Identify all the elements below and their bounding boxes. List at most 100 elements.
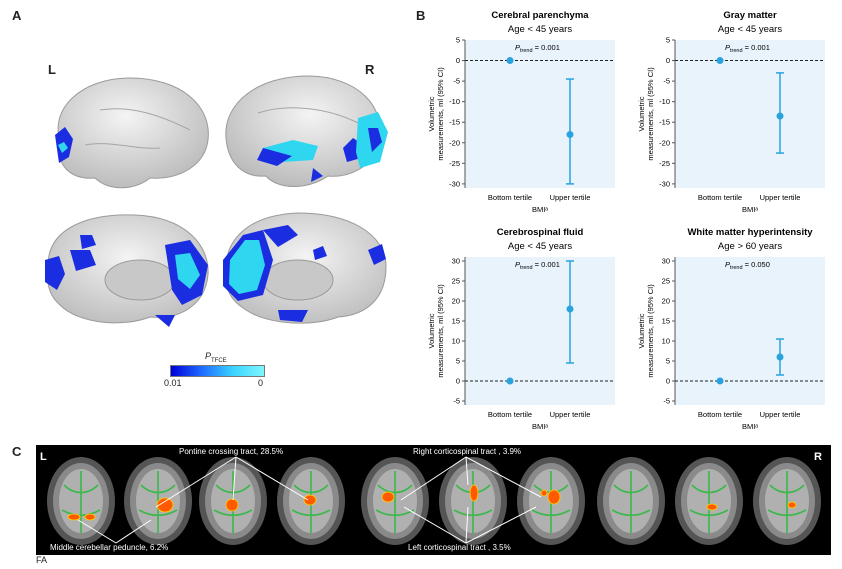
y-tick-label: 30 <box>452 257 460 266</box>
x-tick-label: Bottom tertile <box>488 410 532 419</box>
colorbar-min-label: 0.01 <box>164 378 182 388</box>
chart-subtitle: Age < 45 years <box>508 24 572 35</box>
left-corticospinal-annotation: Left corticospinal tract , 3.5% <box>408 543 511 552</box>
y-tick-label: -20 <box>449 138 460 147</box>
y-axis-label: Volumetricmeasurements, ml (95% CI) <box>427 67 445 161</box>
y-tick-label: 5 <box>666 36 670 45</box>
chart-subtitle: Age < 45 years <box>718 24 782 35</box>
colorbar <box>170 365 265 377</box>
slices-right-label: R <box>814 451 822 463</box>
y-tick-label: 25 <box>662 277 670 286</box>
colorbar-title: PTFCE <box>205 351 227 364</box>
panel-label-b: B <box>416 8 426 23</box>
axial-slice <box>594 455 668 552</box>
y-tick-label: 0 <box>666 56 670 65</box>
axial-slice <box>436 455 510 552</box>
y-tick-label: 5 <box>456 36 460 45</box>
x-tick-label: Upper tertile <box>550 193 591 202</box>
right-lateral-brain <box>218 68 393 196</box>
axial-slice <box>44 455 118 552</box>
pontine-crossing-annotation: Pontine crossing tract, 28.5% <box>179 447 284 456</box>
y-tick-label: 15 <box>452 317 460 326</box>
y-axis-label: Volumetricmeasurements, ml (95% CI) <box>637 67 655 161</box>
data-point <box>566 131 574 139</box>
y-tick-label: -5 <box>663 397 670 406</box>
x-axis-label: BMIᵃ <box>532 205 548 214</box>
y-tick-label: -10 <box>449 97 460 106</box>
y-tick-label: -25 <box>659 159 670 168</box>
left-hemisphere-label: L <box>48 62 56 77</box>
data-point <box>566 305 574 313</box>
plot-area <box>465 40 615 188</box>
data-point <box>776 353 784 361</box>
chart-title: Cerebral parenchyma <box>491 10 589 21</box>
x-tick-label: Bottom tertile <box>698 410 742 419</box>
chart-subtitle: Age > 60 years <box>718 241 782 252</box>
x-tick-label: Upper tertile <box>760 410 801 419</box>
p-trend-label: Ptrend = 0.001 <box>515 260 560 271</box>
x-axis-label: BMIᵃ <box>742 422 758 431</box>
axial-slice <box>274 455 348 552</box>
y-tick-label: 20 <box>452 297 460 306</box>
plot-area <box>465 257 615 405</box>
y-tick-label: -5 <box>453 77 460 86</box>
left-lateral-brain <box>40 70 215 195</box>
annotation-lines <box>77 456 542 544</box>
plot-area <box>675 257 825 405</box>
right-corticospinal-annotation: Right corticospinal tract , 3.9% <box>413 447 522 456</box>
chart-title: White matter hyperintensity <box>687 227 813 238</box>
y-axis-label: Volumetricmeasurements, ml (95% CI) <box>427 284 445 378</box>
chart-title: Gray matter <box>723 10 777 21</box>
p-trend-label: Ptrend = 0.001 <box>515 43 560 54</box>
y-tick-label: -10 <box>659 97 670 106</box>
axial-slice <box>750 455 824 552</box>
p-trend-label: Ptrend = 0.050 <box>725 260 770 271</box>
y-tick-label: -15 <box>659 118 670 127</box>
panel-label-a: A <box>12 8 22 23</box>
y-tick-label: -30 <box>659 179 670 188</box>
x-tick-label: Bottom tertile <box>488 193 532 202</box>
x-tick-label: Bottom tertile <box>698 193 742 202</box>
data-point <box>506 377 514 385</box>
y-tick-label: 0 <box>666 377 670 386</box>
data-point <box>716 57 724 65</box>
y-tick-label: -5 <box>453 397 460 406</box>
right-hemisphere-label: R <box>365 62 375 77</box>
y-tick-label: -15 <box>449 118 460 127</box>
y-tick-label: 5 <box>456 357 460 366</box>
chart-title: Cerebrospinal fluid <box>497 227 584 238</box>
left-medial-brain <box>40 205 215 330</box>
axial-slice <box>121 455 195 552</box>
data-point <box>716 377 724 385</box>
y-tick-label: 0 <box>456 56 460 65</box>
y-tick-label: -25 <box>449 159 460 168</box>
y-tick-label: 30 <box>662 257 670 266</box>
x-axis-label: BMIᵃ <box>742 205 758 214</box>
chart-subtitle: Age < 45 years <box>508 241 572 252</box>
x-tick-label: Upper tertile <box>760 193 801 202</box>
data-point <box>506 57 514 65</box>
axial-slice <box>672 455 746 552</box>
colorbar-max-label: 0 <box>258 378 264 388</box>
y-tick-label: 25 <box>452 277 460 286</box>
y-tick-label: 20 <box>662 297 670 306</box>
axial-slice <box>196 455 270 552</box>
right-medial-brain <box>218 205 393 330</box>
axial-slice <box>514 455 588 552</box>
fa-label: FA <box>36 555 48 565</box>
slices-left-label: L <box>40 451 47 463</box>
plot-area <box>675 40 825 188</box>
y-tick-label: 5 <box>666 357 670 366</box>
y-tick-label: 10 <box>662 337 670 346</box>
y-tick-label: 10 <box>452 337 460 346</box>
y-tick-label: -20 <box>659 138 670 147</box>
y-tick-label: 15 <box>662 317 670 326</box>
panel-label-c: C <box>12 444 22 459</box>
x-axis-label: BMIᵃ <box>532 422 548 431</box>
axial-slice <box>358 455 432 552</box>
p-trend-label: Ptrend = 0.001 <box>725 43 770 54</box>
y-axis-label: Volumetricmeasurements, ml (95% CI) <box>637 284 655 378</box>
